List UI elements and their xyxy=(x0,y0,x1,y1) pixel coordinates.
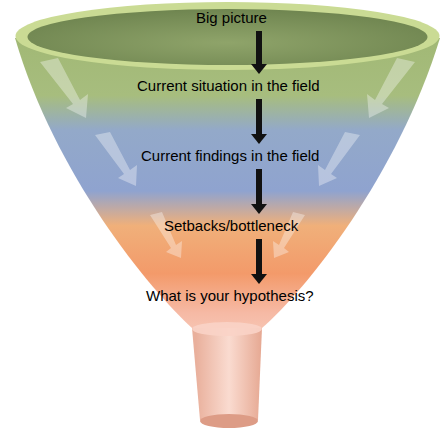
spout-rim xyxy=(192,322,262,336)
funnel-stage-label: What is your hypothesis? xyxy=(142,286,318,306)
flow-arrow xyxy=(251,169,267,214)
stage-text: Setbacks/bottleneck xyxy=(164,217,298,234)
funnel-rim xyxy=(16,2,440,70)
arrow-head xyxy=(251,204,267,214)
arrow-shaft xyxy=(256,99,262,135)
funnel-stage-label: Current situation in the field xyxy=(133,76,324,96)
arrow-shaft xyxy=(256,31,262,65)
funnel-stage-label: Setbacks/bottleneck xyxy=(160,216,302,236)
arrow-shaft xyxy=(256,239,262,275)
stage-text: What is your hypothesis? xyxy=(146,287,314,304)
spout-bottom xyxy=(200,414,258,428)
funnel-mouth xyxy=(28,9,428,65)
flow-arrow xyxy=(251,99,267,144)
funnel-spout xyxy=(192,328,262,427)
funnel-stage-label: Big picture xyxy=(192,8,271,28)
funnel-body xyxy=(15,38,440,328)
flow-arrow xyxy=(251,31,267,74)
stage-text: Current situation in the field xyxy=(137,77,320,94)
flow-hints xyxy=(40,58,415,258)
stage-text: Big picture xyxy=(196,9,267,26)
arrow-shaft xyxy=(256,169,262,205)
arrow-head xyxy=(251,274,267,284)
funnel-stage-label: Current findings in the field xyxy=(137,146,323,166)
stage-text: Current findings in the field xyxy=(141,147,319,164)
flow-arrow xyxy=(251,239,267,284)
arrow-head xyxy=(251,134,267,144)
arrow-head xyxy=(251,64,267,74)
